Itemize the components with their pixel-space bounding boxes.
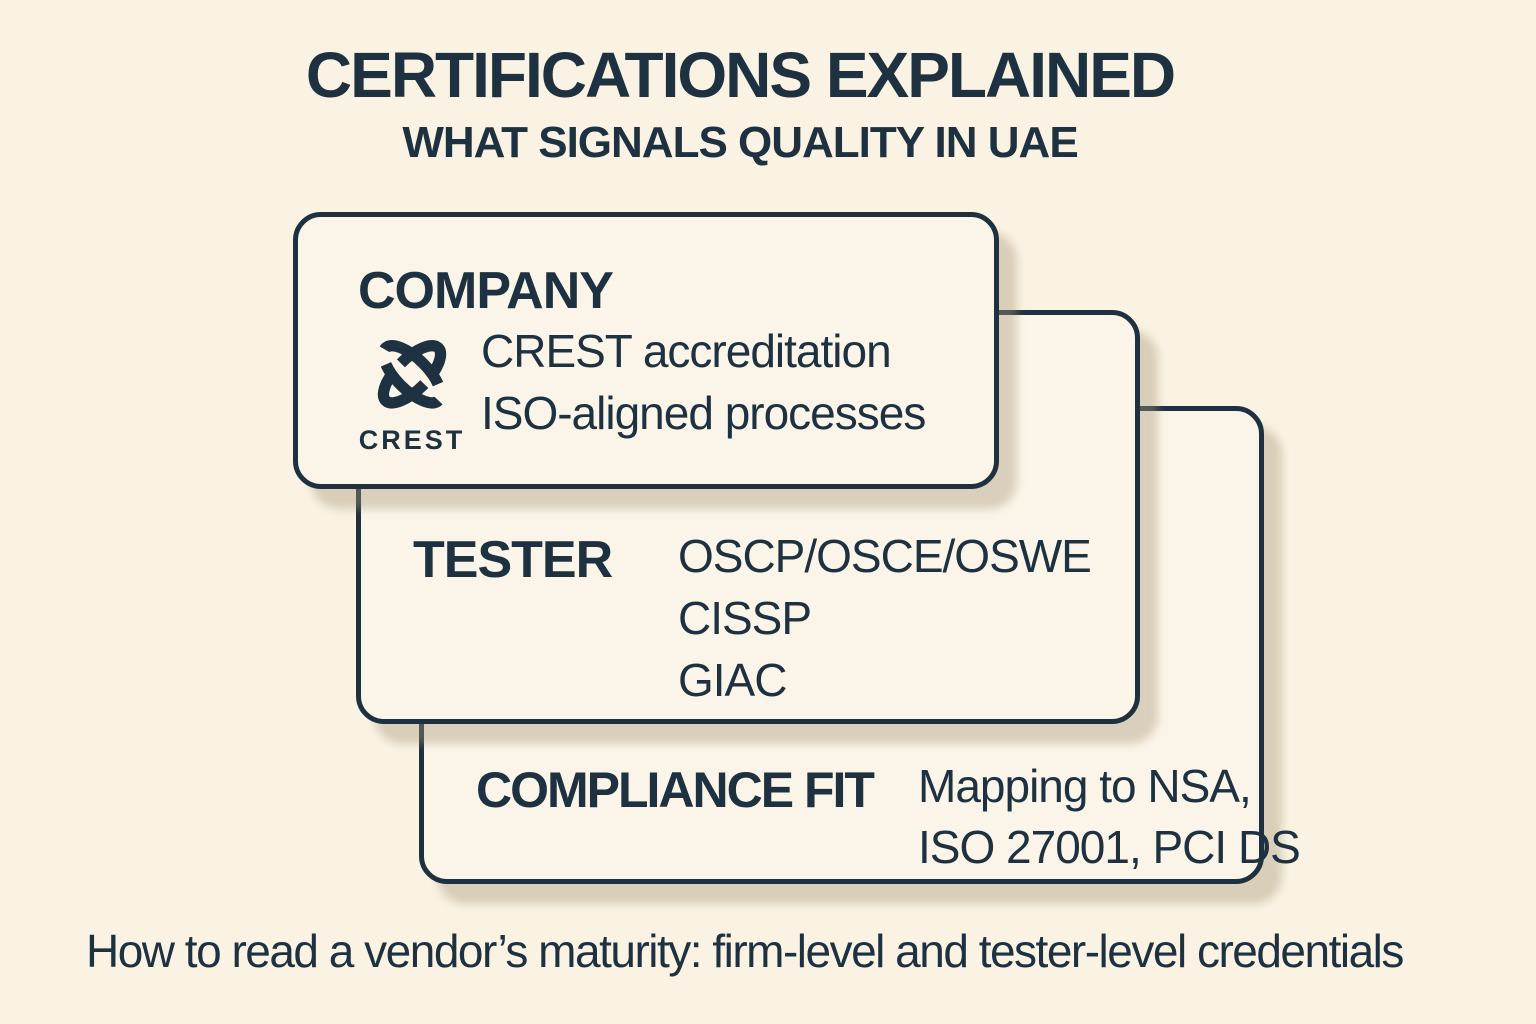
card-company-heading: COMPANY [358, 262, 614, 320]
card-compliance-line: Mapping to NSA, [918, 760, 1252, 812]
footer-caption: How to read a vendor’s maturity: firm-le… [86, 925, 1404, 977]
crest-logo-label: CREST [358, 425, 466, 455]
card-compliance-lines: Mapping to NSA, ISO 27001, PCI DS [918, 756, 1301, 878]
card-tester-lines: OSCP/OSCE/OSWE CISSP GIAC [678, 525, 1092, 711]
card-company-line: CREST accreditation [481, 325, 892, 377]
page-title: CERTIFICATIONS EXPLAINED [305, 39, 1176, 111]
card-tester-heading: TESTER [413, 531, 613, 589]
crest-logo: CREST [356, 329, 468, 456]
card-tester-line: CISSP [678, 592, 812, 644]
page-subtitle: WHAT SIGNALS QUALITY IN UAE [402, 118, 1078, 167]
card-compliance-heading: COMPLIANCE FIT [476, 762, 875, 818]
card-tester-line: OSCP/OSCE/OSWE [678, 530, 1092, 582]
crest-logo-icon [377, 340, 447, 409]
card-company-lines: CREST accreditation ISO-aligned processe… [481, 320, 926, 444]
card-company-line: ISO-aligned processes [481, 387, 926, 439]
card-tester-line: GIAC [678, 654, 787, 706]
card-company: COMPANY CREST CREST accreditation ISO-al… [293, 212, 999, 489]
card-compliance-line: ISO 27001, PCI DS [918, 821, 1301, 873]
